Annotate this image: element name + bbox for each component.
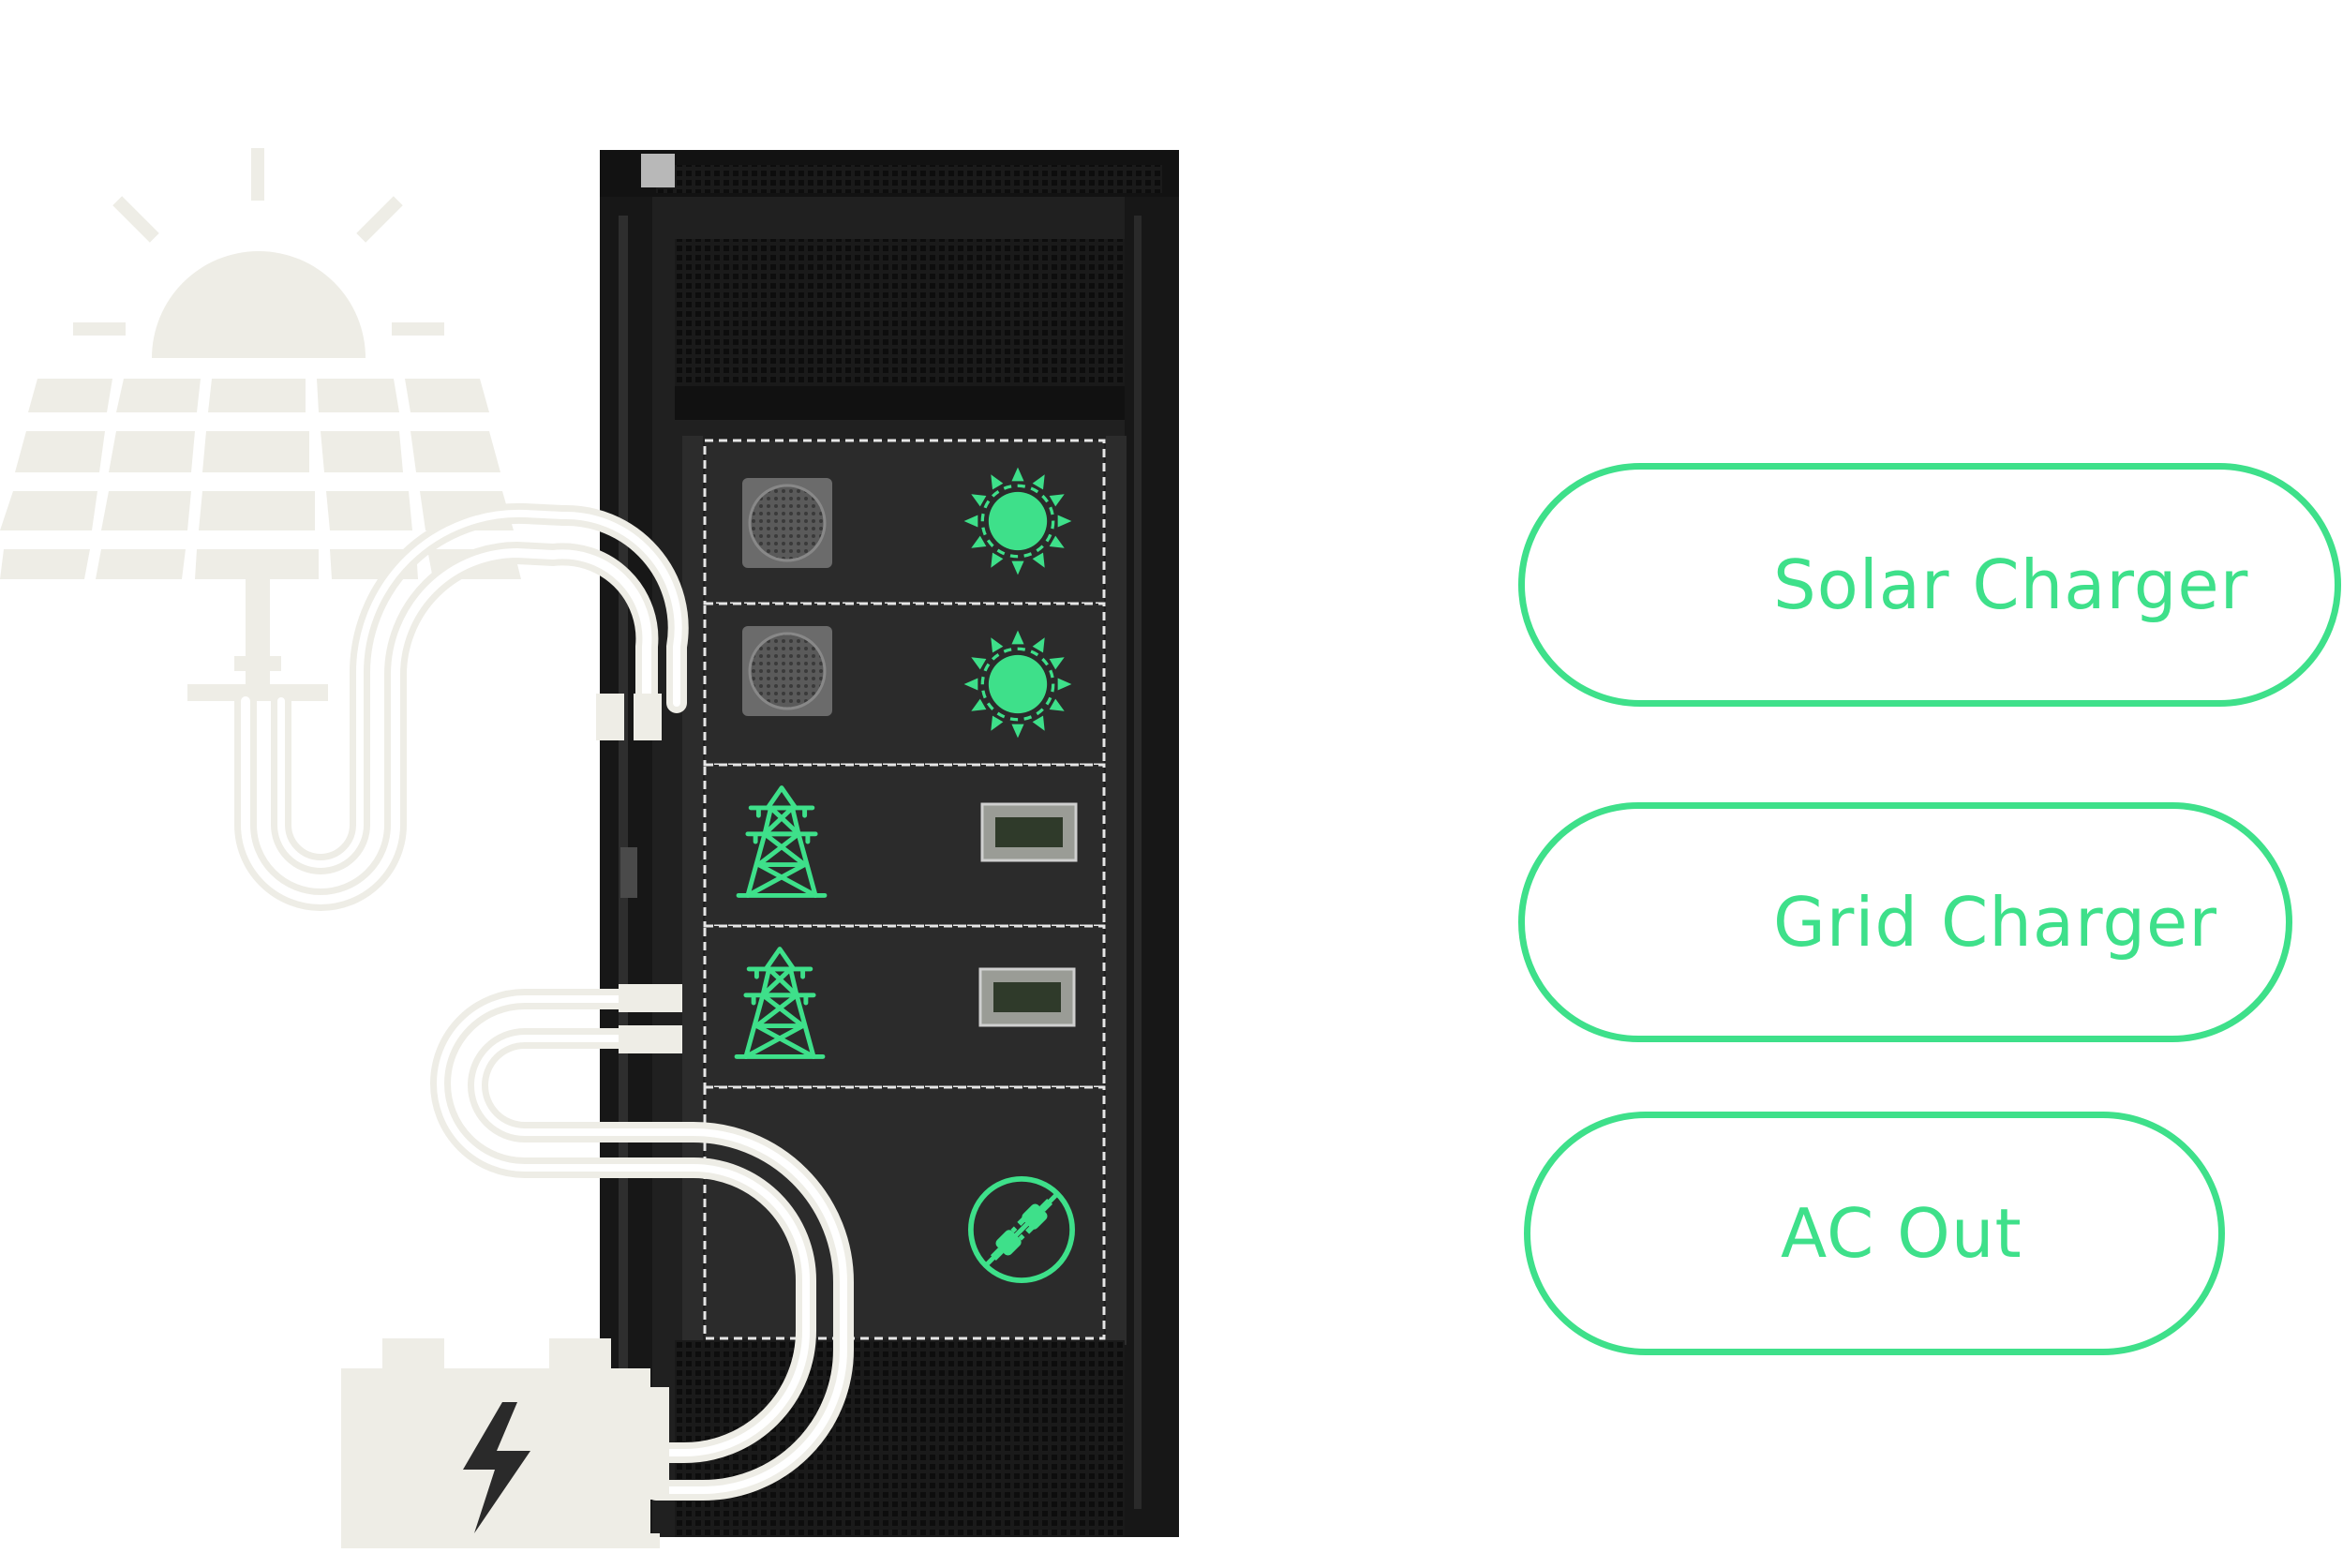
ac-out-module [703, 1085, 1106, 1340]
legend-label-ac-out: AC Out [1781, 1194, 2022, 1273]
fan-grill [742, 626, 832, 716]
cable-bundle [234, 502, 854, 1501]
legend-label-solar-charger: Solar Charger [1773, 545, 2249, 624]
solar-module-2 [703, 602, 1106, 767]
cable-connectors [596, 694, 682, 1053]
grid-module-1 [703, 763, 1106, 928]
battery-icon [341, 1338, 669, 1548]
solar-module-1 [703, 439, 1106, 605]
legend-item-solar-charger [1518, 463, 2341, 707]
fan-grill [742, 478, 832, 568]
legend-item-grid-charger [1518, 802, 2292, 1042]
legend-label-grid-charger: Grid Charger [1773, 883, 2217, 962]
legend-item-ac-out [1524, 1112, 2225, 1355]
grid-module-2 [703, 924, 1106, 1089]
solar-panel-icon [0, 148, 521, 701]
